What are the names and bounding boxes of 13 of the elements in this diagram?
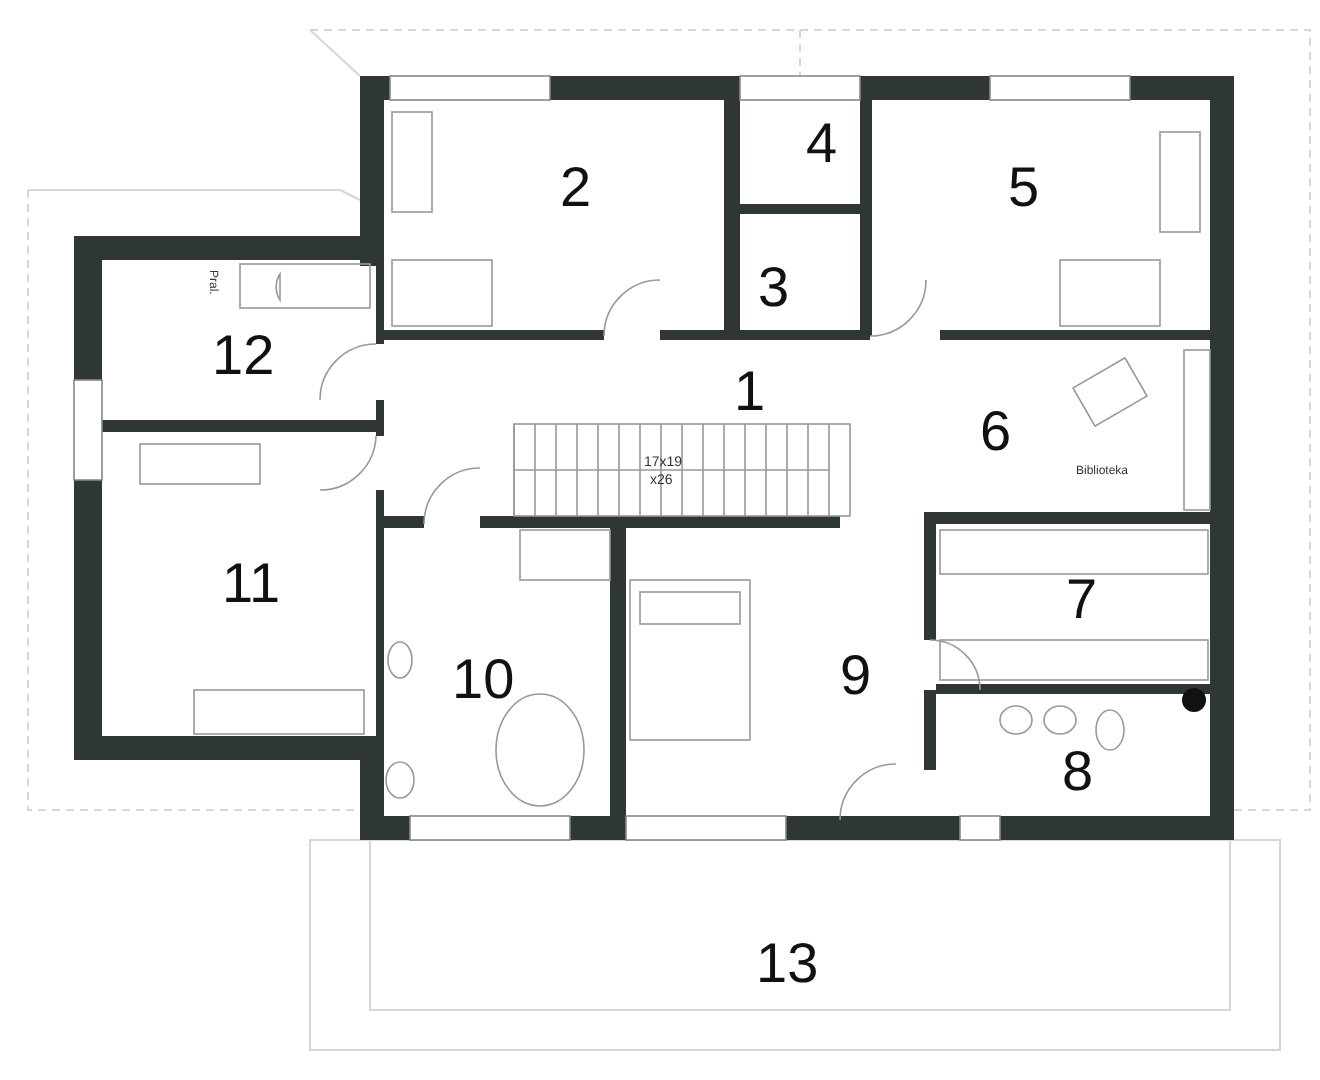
room-number: 5 bbox=[1008, 160, 1040, 216]
room-number: 12 bbox=[212, 328, 275, 384]
room-number: 1 bbox=[734, 364, 766, 420]
room-number: 10 bbox=[452, 652, 515, 708]
room-number: 6 bbox=[980, 404, 1012, 460]
room-number: 7 bbox=[1066, 572, 1098, 628]
room-number: 13 bbox=[756, 936, 819, 992]
room-number: 4 bbox=[806, 116, 838, 172]
room-number: 2 bbox=[560, 160, 592, 216]
room-number: 3 bbox=[758, 260, 790, 316]
room-number: 8 bbox=[1062, 744, 1094, 800]
room-number: 11 bbox=[222, 556, 281, 612]
room-number: 9 bbox=[840, 648, 872, 704]
